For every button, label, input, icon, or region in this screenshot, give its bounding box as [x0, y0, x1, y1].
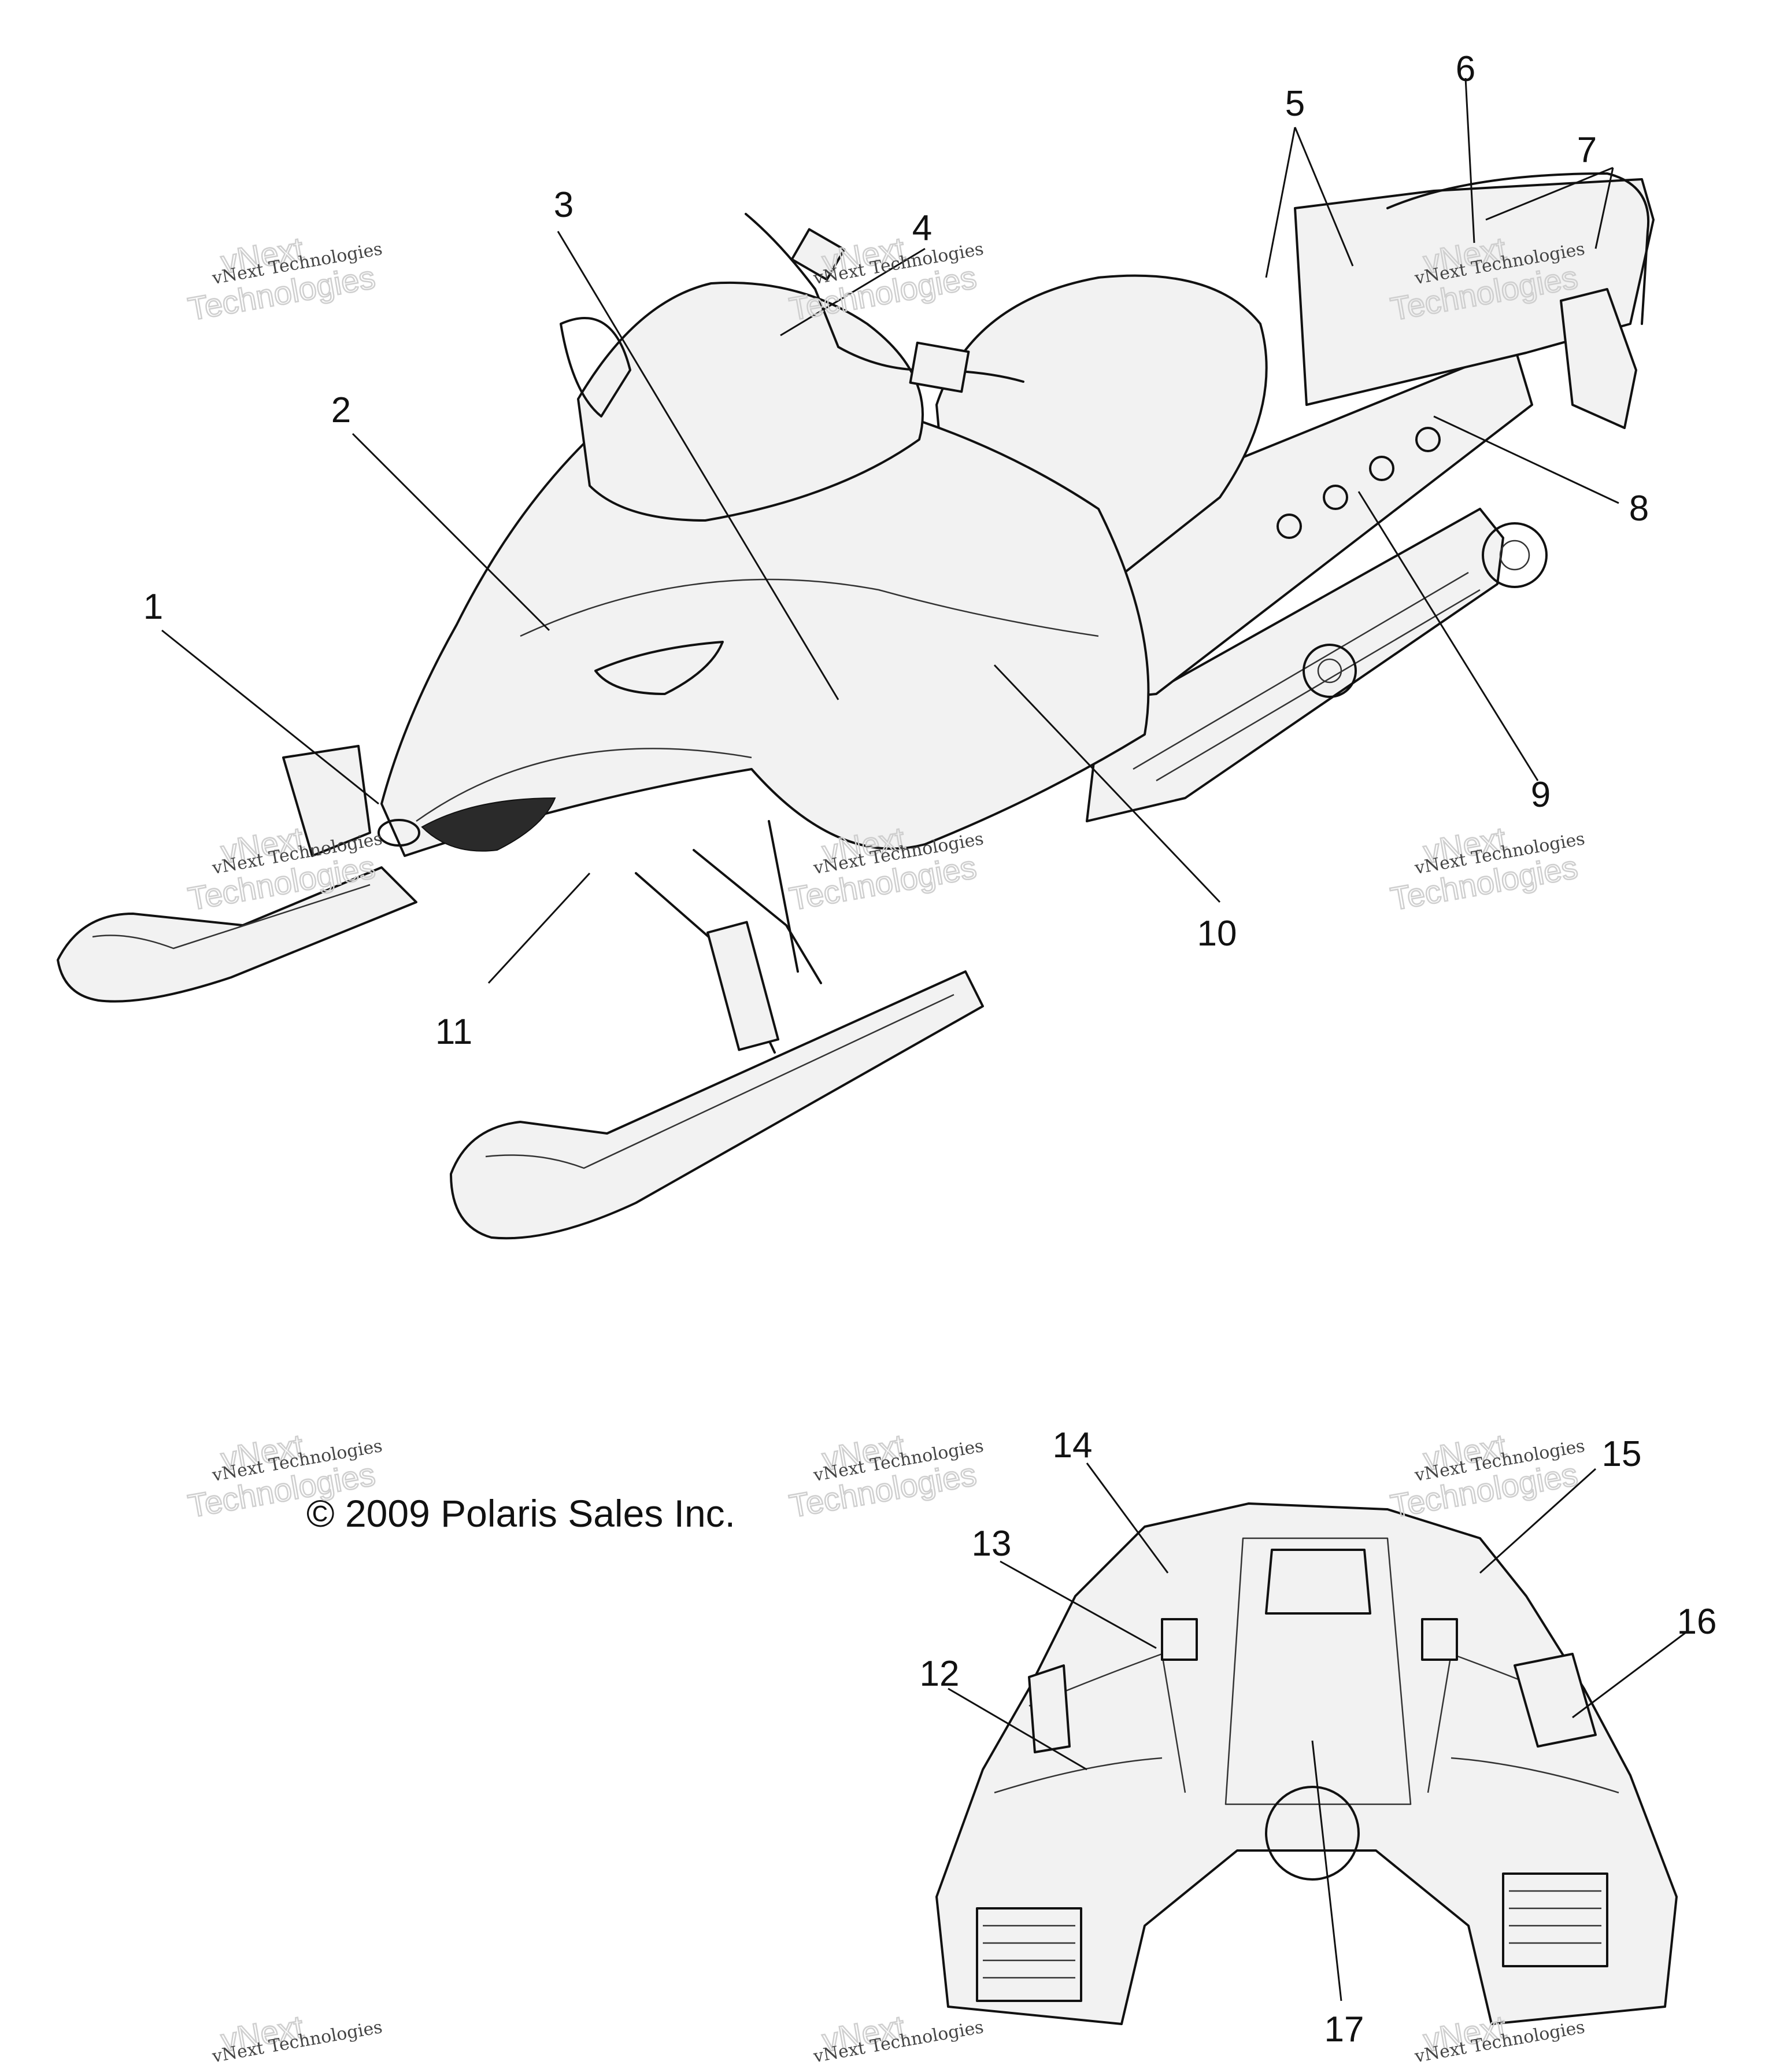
callout-14: 14: [1053, 1425, 1093, 1465]
watermark: vNext vNext Technologies Technologies: [1387, 1427, 1586, 1526]
leader-16: [1572, 1630, 1689, 1719]
hood: [380, 389, 1150, 857]
snowmobile-side-view: [57, 172, 1655, 1240]
callout-12: 12: [920, 1654, 960, 1694]
tunnel-hole: [1369, 456, 1394, 481]
windshield-left-edge: [560, 317, 631, 418]
callout-16: 16: [1677, 1602, 1717, 1642]
watermark: vNext vNext Technologies Technologies: [1387, 819, 1586, 918]
callout-6: 6: [1456, 49, 1475, 89]
watermark: vNext vNext Technologies Technologies: [184, 819, 384, 918]
hood-front-right-grille: [1502, 1872, 1608, 1967]
callout-8: 8: [1629, 489, 1649, 529]
hood-front-left-grille: [976, 1907, 1082, 2002]
rear-wheel-hub: [1499, 540, 1530, 571]
callout-4: 4: [912, 208, 932, 248]
hood-front-right-vent: [1421, 1618, 1458, 1661]
left-grille-frame: [976, 1907, 1082, 2002]
callout-5: 5: [1285, 84, 1305, 124]
leader-17: [1311, 1740, 1342, 2001]
leader-6: [1464, 77, 1475, 243]
callout-17: 17: [1324, 2010, 1364, 2049]
hood-front-nose: [1265, 1786, 1360, 1881]
callout-1: 1: [143, 587, 163, 627]
shock-absorber: [706, 921, 779, 1051]
leader-12: [948, 1687, 1087, 1771]
right-grille-slats: [1509, 1890, 1601, 1944]
tunnel-hole: [1323, 485, 1348, 510]
hood-front-body: [935, 1502, 1678, 2025]
watermark: vNext vNext Technologies Technologies: [184, 230, 384, 328]
callout-10: 10: [1197, 914, 1237, 954]
watermark: vNext vNext Technologies Technologies: [786, 1427, 985, 1526]
callout-11: 11: [435, 1012, 472, 1052]
leader-3: [557, 231, 839, 700]
leader-11: [487, 872, 591, 984]
leader-15: [1479, 1468, 1597, 1574]
rear-rack: [1294, 178, 1655, 406]
handlebar: [745, 213, 1024, 383]
watermark: vNext vNext Technologies Technologies: [786, 819, 985, 918]
hood-front-right-fender: [1514, 1653, 1597, 1748]
callout-3: 3: [554, 185, 574, 225]
watermark: vNext vNext Technologies: [210, 2008, 384, 2067]
left-spindle: [282, 745, 371, 857]
hood-front-view: [935, 1502, 1678, 2025]
mid-wheel-hub: [1317, 658, 1342, 684]
callout-numbers: 1 2 3 4 5 6 7 8 9 10 11 12 13 14 15 16 1…: [143, 49, 1717, 2049]
tunnel-hole: [1276, 514, 1302, 539]
left-grille-slats: [983, 1925, 1075, 1979]
leader-9: [1357, 491, 1539, 781]
callout-13: 13: [972, 1524, 1012, 1564]
leader-lines: [161, 77, 1689, 2001]
hood-contour: [416, 578, 1099, 822]
front-emblem: [378, 819, 420, 847]
hood-front-center-badge: [1265, 1549, 1371, 1615]
rear-wheel: [1482, 522, 1548, 588]
hood-front-left-fender: [1028, 1664, 1071, 1753]
leader-5a: [1265, 127, 1296, 278]
right-ski-edge: [485, 993, 954, 1169]
left-ski-edge: [92, 884, 371, 950]
leader-5b: [1294, 127, 1354, 267]
right-grille-frame: [1502, 1872, 1608, 1967]
tunnel-hole: [1415, 427, 1441, 452]
hood-front-left-vent: [1161, 1618, 1198, 1661]
headlight-grille: [421, 797, 556, 852]
leader-4: [780, 248, 926, 337]
leader-7a: [1485, 167, 1614, 221]
leader-14: [1086, 1462, 1169, 1574]
callout-9: 9: [1531, 775, 1551, 815]
callout-7: 7: [1577, 130, 1597, 170]
right-ski: [450, 970, 984, 1240]
callout-15: 15: [1602, 1434, 1642, 1474]
left-ski: [57, 866, 417, 1003]
copyright-notice: © 2009 Polaris Sales Inc.: [306, 1492, 735, 1535]
leader-13: [1000, 1560, 1157, 1649]
snow-flap: [1560, 288, 1637, 429]
rear-bumper: [1386, 172, 1650, 325]
hood-front-center-panel: [1224, 1537, 1412, 1805]
left-control: [790, 228, 846, 281]
leader-2: [352, 433, 550, 631]
track-rail: [1133, 571, 1481, 782]
hood-vent: [594, 641, 724, 695]
track-tunnel: [1086, 508, 1504, 822]
leader-10: [993, 664, 1221, 903]
leader-1: [161, 629, 379, 805]
mid-wheel: [1303, 644, 1357, 698]
leader-8: [1433, 415, 1619, 504]
tunnel-holes: [1276, 427, 1441, 539]
leader-7b: [1594, 167, 1614, 249]
right-control: [909, 341, 970, 393]
callout-2: 2: [331, 390, 351, 430]
